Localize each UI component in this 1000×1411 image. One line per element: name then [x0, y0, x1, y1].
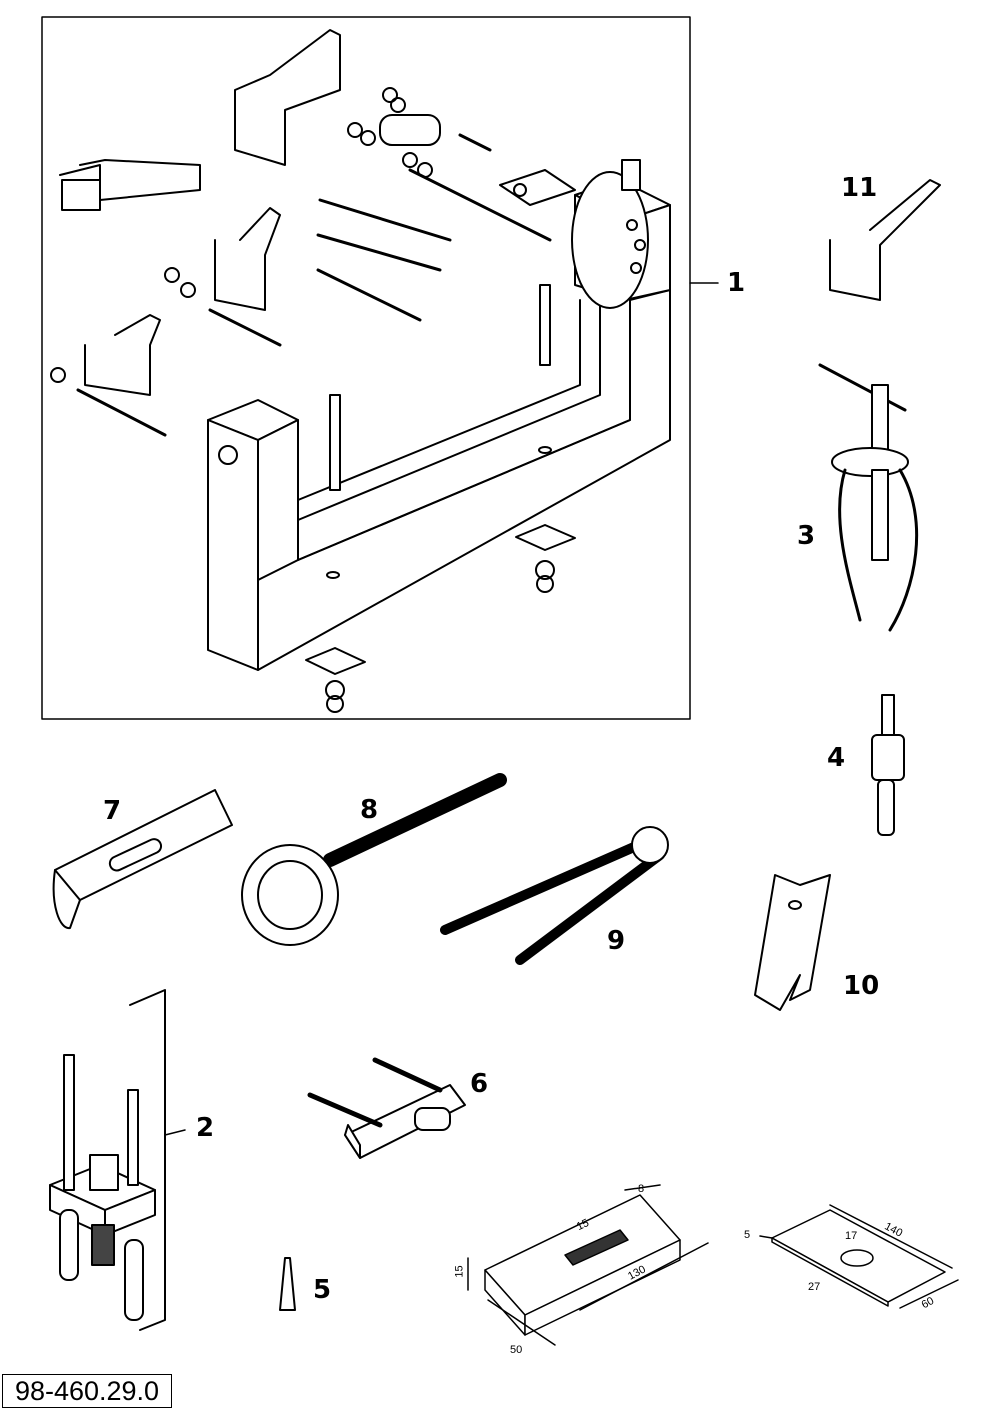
callout-9: 9 [607, 926, 626, 956]
clamp-tool [307, 1057, 466, 1159]
dim-plate-offset: 27 [808, 1281, 821, 1293]
callout-5: 5 [313, 1275, 332, 1305]
callout-11: 11 [841, 173, 878, 203]
dim-plate-hole: 17 [845, 1230, 858, 1242]
gauge-plate [754, 874, 831, 1011]
stand-brackets [59, 29, 941, 396]
spacer-plate [759, 1204, 959, 1309]
dim-block-height: 15 [453, 1265, 466, 1278]
grease-tube [279, 1257, 296, 1311]
part-number: 98-460.29.0 [2, 1374, 172, 1408]
callout-6: 6 [470, 1069, 489, 1099]
threaded-rods [76, 133, 552, 437]
callout-1: 1 [727, 268, 746, 298]
nuts-and-washers [50, 87, 441, 383]
dim-block-width: 50 [510, 1344, 523, 1356]
engine-stand-frame [41, 16, 691, 720]
pin-spanner [241, 773, 507, 946]
callout-8: 8 [360, 795, 379, 825]
slide-hammer [871, 694, 905, 836]
engine-stand [207, 159, 671, 713]
locating-tool [49, 989, 186, 1331]
wooden-block [467, 1184, 709, 1346]
callout-2: 2 [196, 1113, 215, 1143]
face-spanner [440, 826, 669, 965]
callout-10: 10 [843, 971, 880, 1001]
dim-block-groove-width: 8 [638, 1183, 645, 1195]
hook-wrench [52, 789, 233, 930]
callout-4: 4 [827, 743, 846, 773]
dim-plate-thickness: 5 [744, 1229, 751, 1241]
callout-7: 7 [103, 796, 122, 826]
callout-3: 3 [797, 521, 816, 551]
puller [818, 363, 919, 632]
